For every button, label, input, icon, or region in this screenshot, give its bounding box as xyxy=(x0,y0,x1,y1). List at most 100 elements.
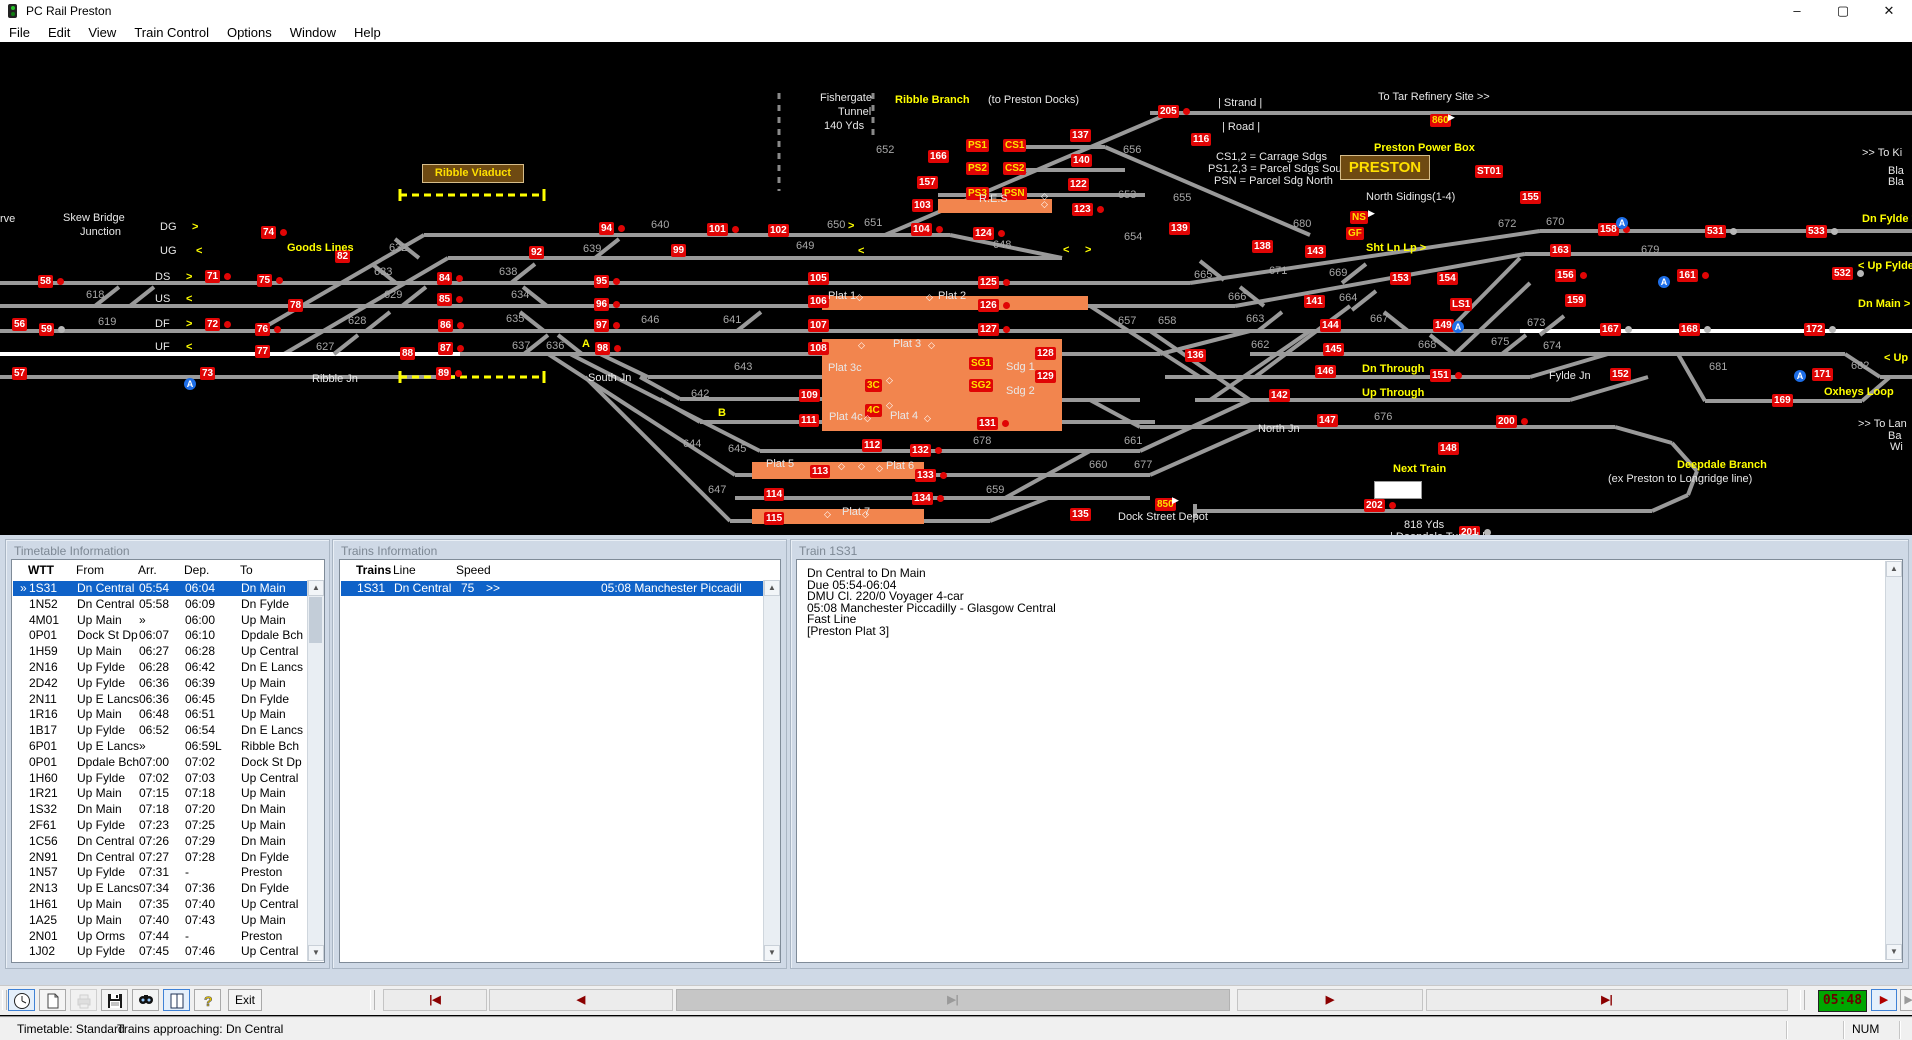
signal-106[interactable]: 106 xyxy=(808,295,829,308)
signal-151[interactable]: 151 xyxy=(1430,369,1451,382)
timetable-row-0p01[interactable]: 0P01Dock St Dp06:0706:10Dpdale Bch xyxy=(13,628,307,643)
track-segment[interactable] xyxy=(334,335,358,354)
signal-163[interactable]: 163 xyxy=(1550,244,1571,257)
signal-71[interactable]: 71 xyxy=(205,270,220,283)
signal-169[interactable]: 169 xyxy=(1772,394,1793,407)
timetable-row-2n16[interactable]: 2N16Up Fylde06:2806:42Dn E Lancs xyxy=(13,660,307,675)
signal-104[interactable]: 104 xyxy=(911,223,932,236)
signal-127[interactable]: 127 xyxy=(978,323,999,336)
signal-152[interactable]: 152 xyxy=(1610,368,1631,381)
help-icon[interactable]: ? xyxy=(194,989,221,1011)
signal-168[interactable]: 168 xyxy=(1679,323,1700,336)
timetable-row-1h60[interactable]: 1H60Up Fylde07:0207:03Up Central xyxy=(13,771,307,786)
signal-143[interactable]: 143 xyxy=(1305,245,1326,258)
signal-102[interactable]: 102 xyxy=(768,224,789,237)
signal-ns[interactable]: NS xyxy=(1350,211,1368,224)
timetable-row-2f61[interactable]: 2F61Up Fylde07:2307:25Up Main xyxy=(13,818,307,833)
signal-87[interactable]: 87 xyxy=(438,342,453,355)
timetable-scrollbar[interactable]: ▲ ▼ xyxy=(307,580,324,961)
signal-98[interactable]: 98 xyxy=(595,342,610,355)
signal-202[interactable]: 202 xyxy=(1364,499,1385,512)
print-icon[interactable] xyxy=(70,989,97,1011)
timetable-row-2n11[interactable]: 2N11Up E Lancs06:3606:45Dn Fylde xyxy=(13,692,307,707)
signal-167[interactable]: 167 xyxy=(1600,323,1621,336)
step-button[interactable]: ▶| xyxy=(1900,989,1912,1011)
train-detail-text[interactable]: Dn Central to Dn MainDue 05:54-06:04DMU … xyxy=(796,559,1903,963)
minimize-button[interactable]: – xyxy=(1774,0,1820,22)
timetable-row-1a25[interactable]: 1A25Up Main07:4007:43Up Main xyxy=(13,913,307,928)
signal-76[interactable]: 76 xyxy=(255,323,270,336)
signal-99[interactable]: 99 xyxy=(671,244,686,257)
timetable-row-6p01[interactable]: 6P01Up E Lancs»06:59LRibble Bch xyxy=(13,739,307,754)
signal-103[interactable]: 103 xyxy=(912,199,933,212)
signal-531[interactable]: 531 xyxy=(1705,225,1726,238)
signal-96[interactable]: 96 xyxy=(594,298,609,311)
signal-101[interactable]: 101 xyxy=(707,223,728,236)
timetable-row-0p01[interactable]: 0P01Dpdale Bch07:0007:02Dock St Dp xyxy=(13,755,307,770)
signal-74[interactable]: 74 xyxy=(261,226,276,239)
signal-94[interactable]: 94 xyxy=(599,222,614,235)
timetable-row-1h61[interactable]: 1H61Up Main07:3507:40Up Central xyxy=(13,897,307,912)
timetable-row-1c56[interactable]: 1C56Dn Central07:2607:29Dn Main xyxy=(13,834,307,849)
auto-signal-marker[interactable]: A xyxy=(1794,370,1806,382)
signal-ls1[interactable]: LS1 xyxy=(1450,298,1472,311)
signal-137[interactable]: 137 xyxy=(1070,129,1091,142)
menu-options[interactable]: Options xyxy=(218,25,281,40)
signal-116[interactable]: 116 xyxy=(1191,133,1211,146)
playback-button[interactable]: ▶| xyxy=(676,989,1230,1011)
auto-signal-marker[interactable]: A xyxy=(184,378,196,390)
track-segment[interactable] xyxy=(1678,354,1705,401)
timetable-row-1s31[interactable]: 1S31Dn Central05:5406:04Dn Main» xyxy=(13,581,307,596)
track-segment[interactable] xyxy=(640,377,680,399)
signal-92[interactable]: 92 xyxy=(529,246,544,259)
timetable-row-1n57[interactable]: 1N57Up Fylde07:31-Preston xyxy=(13,865,307,880)
track-segment[interactable] xyxy=(1448,258,1520,331)
timetable-row-2n01[interactable]: 2N01Up Orms07:44-Preston xyxy=(13,929,307,944)
signal-129[interactable]: 129 xyxy=(1035,370,1056,383)
signal-141[interactable]: 141 xyxy=(1304,295,1325,308)
signal-sg1[interactable]: SG1 xyxy=(969,357,993,370)
signal-154[interactable]: 154 xyxy=(1437,272,1458,285)
signal-59[interactable]: 59 xyxy=(39,323,54,336)
playback-button[interactable]: ▶ xyxy=(1237,989,1423,1011)
timetable-row-1s32[interactable]: 1S32Dn Main07:1807:20Dn Main xyxy=(13,802,307,817)
timetable-row-1n52[interactable]: 1N52Dn Central05:5806:09Dn Fylde xyxy=(13,597,307,612)
maximize-button[interactable]: ▢ xyxy=(1820,0,1866,22)
signal-cs1[interactable]: CS1 xyxy=(1003,139,1026,152)
track-segment[interactable] xyxy=(1190,231,1540,283)
signal-105[interactable]: 105 xyxy=(808,272,829,285)
signal-132[interactable]: 132 xyxy=(910,444,931,457)
signal-166[interactable]: 166 xyxy=(928,150,949,163)
signal-72[interactable]: 72 xyxy=(205,318,220,331)
trains-list[interactable]: TrainsLineSpeed 1S31Dn Central75>>05:08 … xyxy=(339,559,781,963)
signal-123[interactable]: 123 xyxy=(1072,203,1093,216)
menu-train-control[interactable]: Train Control xyxy=(125,25,218,40)
track-segment[interactable] xyxy=(885,113,1170,235)
signal-126[interactable]: 126 xyxy=(978,299,999,312)
signal-172[interactable]: 172 xyxy=(1804,323,1825,336)
timetable-row-2n13[interactable]: 2N13Up E Lancs07:3407:36Dn Fylde xyxy=(13,881,307,896)
signal-157[interactable]: 157 xyxy=(917,176,938,189)
signal-139[interactable]: 139 xyxy=(1169,222,1190,235)
signal-131[interactable]: 131 xyxy=(977,417,998,430)
signal-84[interactable]: 84 xyxy=(437,272,452,285)
timetable-row-1h59[interactable]: 1H59Up Main06:2706:28Up Central xyxy=(13,644,307,659)
signal-155[interactable]: 155 xyxy=(1520,191,1541,204)
signal-77[interactable]: 77 xyxy=(255,345,270,358)
clock-icon[interactable] xyxy=(8,989,35,1011)
new-timetable-icon[interactable] xyxy=(39,989,66,1011)
track-segment[interactable] xyxy=(402,287,426,306)
auto-signal-marker[interactable]: A xyxy=(1452,321,1464,333)
timetable-row-1r21[interactable]: 1R21Up Main07:1507:18Up Main xyxy=(13,786,307,801)
signal-86[interactable]: 86 xyxy=(438,319,453,332)
signal-97[interactable]: 97 xyxy=(594,319,609,332)
signal-115[interactable]: 115 xyxy=(764,512,784,525)
timetable-row-2d42[interactable]: 2D42Up Fylde06:3606:39Up Main xyxy=(13,676,307,691)
signal-142[interactable]: 142 xyxy=(1269,389,1290,402)
menu-view[interactable]: View xyxy=(79,25,125,40)
timetable-row-1b17[interactable]: 1B17Up Fylde06:5206:54Dn E Lancs xyxy=(13,723,307,738)
signal-95[interactable]: 95 xyxy=(594,275,609,288)
signal-135[interactable]: 135 xyxy=(1070,508,1091,521)
timetable-row-1r16[interactable]: 1R16Up Main06:4806:51Up Main xyxy=(13,707,307,722)
signal-cs2[interactable]: CS2 xyxy=(1003,162,1026,175)
